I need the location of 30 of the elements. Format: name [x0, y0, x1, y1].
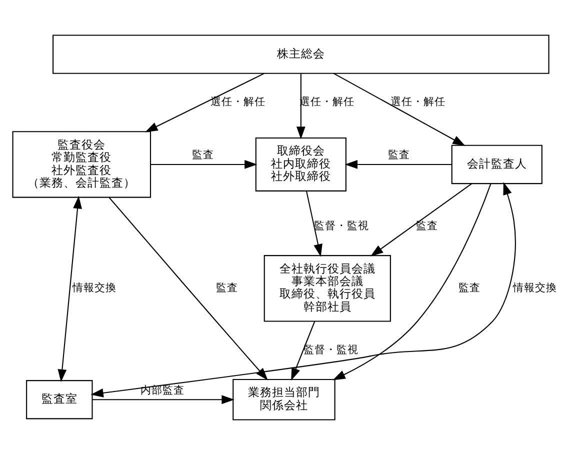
- edge-label: 選任・解任: [390, 96, 446, 108]
- node-box: 取締役会 社内取締役 社外取締役: [255, 137, 346, 192]
- arrow: [90, 182, 516, 398]
- arrow: [344, 160, 452, 169]
- node-box: 監査室: [26, 380, 93, 420]
- edge-label: 選任・解任: [210, 96, 266, 108]
- arrow: [333, 72, 466, 146]
- edge-label: 監督・監視: [314, 220, 370, 232]
- edge-label: 監査: [216, 282, 238, 294]
- edge-label: 監督・監視: [304, 344, 359, 356]
- arrow: [108, 197, 268, 380]
- arrow: [332, 184, 492, 380]
- arrow: [291, 321, 316, 381]
- arrow: [58, 196, 82, 382]
- node-box: 株主総会: [52, 34, 550, 74]
- node-box: 業務担当部門 関係会社: [232, 378, 336, 420]
- arrow: [150, 160, 258, 169]
- edge-label: 情報交換: [513, 282, 558, 294]
- node-box: 監査役会 常勤監査役 社外監査役 （業務、会計監査）: [12, 131, 152, 198]
- edge-label: 監査: [388, 149, 410, 162]
- arrow: [92, 395, 234, 404]
- edge-label: 監査: [192, 149, 214, 162]
- edge-label: 監査: [416, 220, 438, 232]
- arrow: [306, 190, 322, 257]
- arrow: [145, 72, 264, 132]
- node-box: 会計監査人: [451, 144, 542, 184]
- arrow: [370, 183, 472, 256]
- edge-label: 監査: [458, 282, 480, 294]
- edge-label: 情報交換: [72, 282, 116, 294]
- node-box: 全社執行役員会議 事業本部会議 取締役、執行役員 幹部社員: [264, 255, 391, 322]
